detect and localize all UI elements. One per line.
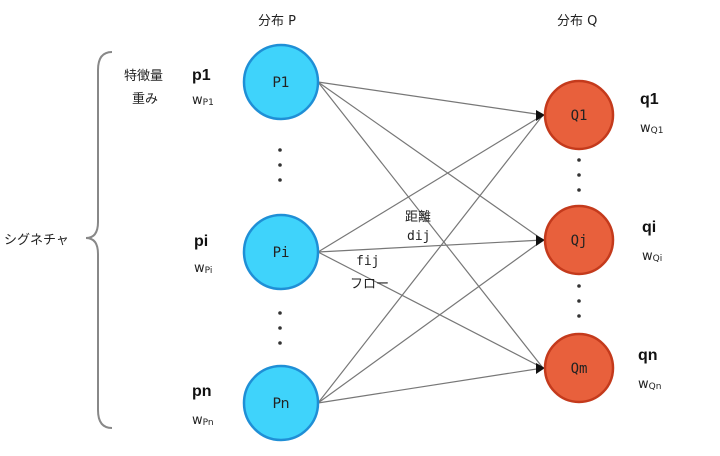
edge-pi-qj: [317, 239, 544, 253]
edge-p1-qm: [317, 81, 544, 369]
p-weight-n: wPn: [192, 413, 214, 428]
p-node-n: Pn: [242, 364, 320, 442]
distance-label: 距離: [405, 210, 431, 225]
edge-pn-qm: [317, 367, 544, 404]
q-feature-j: qi: [642, 219, 656, 236]
signature-brace: [85, 51, 113, 429]
q-node-m-label: Qm: [571, 361, 588, 377]
edge-pn-qj: [317, 239, 544, 404]
p-node-n-label: Pn: [272, 396, 289, 412]
q-weight-1: wQ1: [640, 121, 663, 136]
q-node-1: Q1: [543, 79, 615, 151]
weight-label: 重み: [132, 91, 158, 107]
p-weight-1: wP1: [192, 93, 214, 108]
edge-p1-q1: [317, 81, 544, 116]
q-node-j-label: Qj: [571, 233, 588, 249]
p-ellipsis: [278, 148, 282, 345]
q-weight-m: wQn: [638, 377, 661, 392]
edge-arrowheads: [536, 110, 545, 374]
p-feature-i: pi: [194, 233, 208, 250]
distribution-p-header: 分布 P: [258, 14, 296, 29]
p-feature-1: p1: [192, 67, 211, 84]
distance-symbol: dij: [407, 229, 430, 244]
distribution-q-header: 分布 Q: [557, 14, 597, 29]
p-node-i-label: Pi: [273, 245, 290, 261]
q-feature-1: q1: [640, 91, 659, 108]
p-node-1-label: P1: [272, 75, 289, 91]
q-node-j: Qj: [543, 204, 615, 276]
arrowhead-qm: [536, 363, 545, 374]
flow-symbol: fij: [356, 254, 379, 269]
q-node-m: Qm: [543, 332, 615, 404]
q-feature-m: qn: [638, 347, 658, 364]
edge-pi-qm: [317, 251, 544, 369]
p-node-1: P1: [242, 43, 320, 121]
arrowhead-qj: [536, 235, 545, 246]
p-node-i: Pi: [242, 213, 320, 291]
q-weight-j: wQi: [642, 249, 662, 264]
edge-pi-q1: [317, 114, 544, 253]
q-node-1-label: Q1: [571, 108, 588, 124]
signature-label: シグネチャ: [4, 233, 69, 248]
p-weight-i: wPi: [194, 261, 212, 276]
flow-edges: [317, 81, 544, 404]
arrowhead-q1: [536, 110, 545, 121]
edge-pn-q1: [317, 114, 544, 404]
q-ellipsis: [577, 158, 581, 318]
p-feature-n: pn: [192, 383, 212, 400]
flow-label: フロー: [350, 277, 389, 292]
edge-p1-qj: [317, 81, 544, 241]
feature-label: 特徴量: [124, 69, 163, 84]
